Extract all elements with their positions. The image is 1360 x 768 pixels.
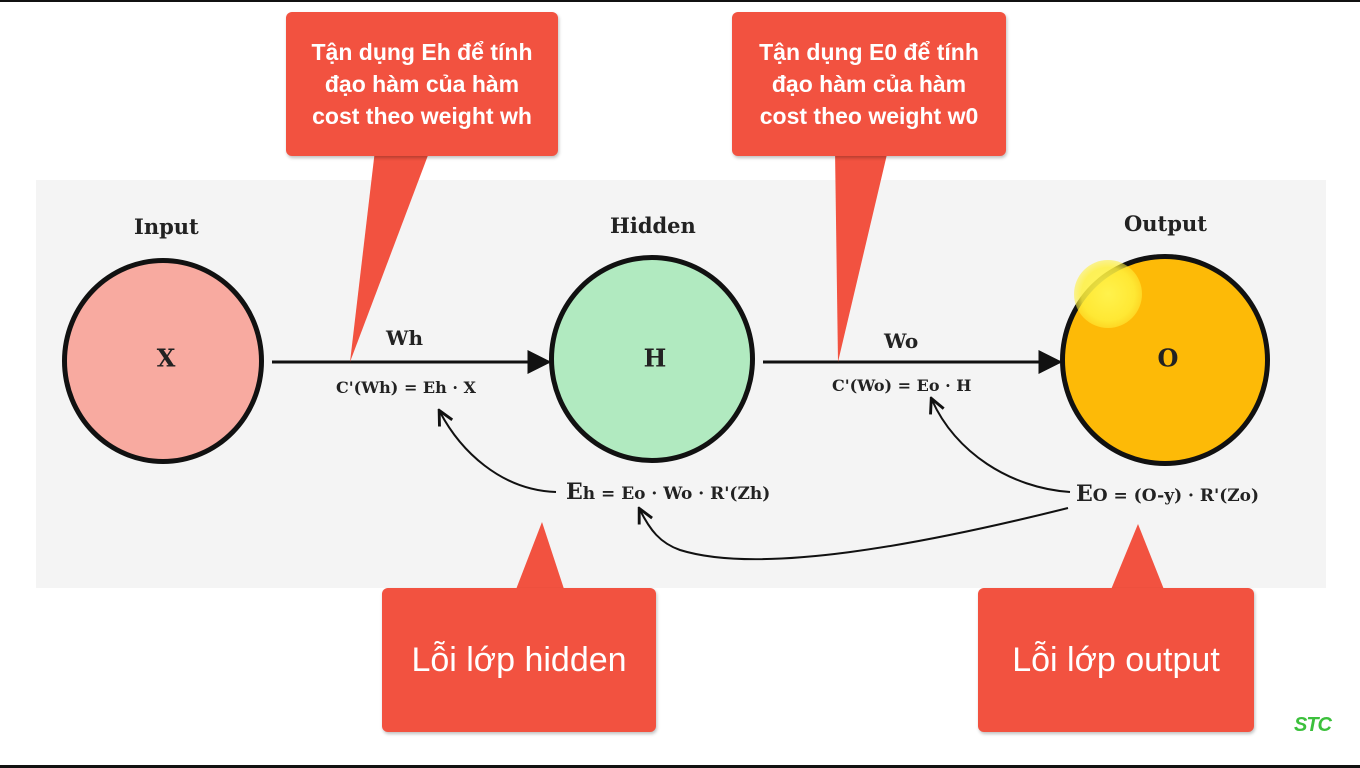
cost-wh-equation: C'(Wh) = Eh · X	[336, 378, 476, 397]
cursor-highlight	[1074, 260, 1142, 328]
eo-equation: EO = (O-y) · R'(Zo)	[1076, 481, 1259, 507]
callout-bottom-right-text: Lỗi lớp output	[1012, 640, 1220, 679]
weight-wh-label: Wh	[386, 326, 424, 350]
stc-logo: STC	[1294, 714, 1332, 736]
callout-top-left-text: Tận dụng Eh để tính đạo hàm của hàm cost…	[311, 39, 533, 129]
input-node	[62, 258, 264, 464]
callout-bottom-right: Lỗi lớp output	[978, 588, 1254, 732]
input-layer-title: Input	[134, 214, 199, 239]
curve-eo-to-cost-wo	[932, 400, 1071, 493]
callout-bottom-left-text: Lỗi lớp hidden	[411, 640, 627, 679]
callout-tail-bottom-right	[1110, 524, 1165, 592]
input-node-symbol: X	[156, 343, 176, 373]
cost-wo-equation: C'(Wo) = Eo · H	[832, 376, 972, 395]
callout-tail-top-left	[350, 150, 430, 362]
callout-top-right: Tận dụng E0 để tính đạo hàm của hàm cost…	[732, 12, 1006, 156]
output-node-symbol: O	[1157, 343, 1179, 373]
hidden-node	[549, 255, 755, 463]
eh-equation: Eh = Eo · Wo · R'(Zh)	[566, 479, 770, 505]
eh-equation-rest: h = Eo · Wo · R'(Zh)	[582, 484, 771, 504]
weight-wo-label: Wo	[884, 329, 919, 353]
hidden-layer-title: Hidden	[610, 213, 696, 238]
callout-tail-top-right	[835, 150, 888, 362]
callout-top-left: Tận dụng Eh để tính đạo hàm của hàm cost…	[286, 12, 558, 156]
eo-equation-rest: O = (O-y) · R'(Zo)	[1092, 486, 1260, 506]
eh-equation-lead: E	[566, 479, 583, 505]
curve-eh-to-cost-wh	[440, 412, 557, 493]
callout-top-right-text: Tận dụng E0 để tính đạo hàm của hàm cost…	[759, 39, 979, 129]
callout-bottom-left: Lỗi lớp hidden	[382, 588, 656, 732]
curve-eo-to-eh	[640, 508, 1069, 561]
hidden-node-symbol: H	[643, 343, 667, 373]
callout-tail-bottom-left	[515, 522, 565, 592]
top-border	[0, 0, 1360, 2]
eo-equation-lead: E	[1076, 481, 1093, 507]
output-layer-title: Output	[1124, 211, 1207, 236]
bottom-border	[0, 765, 1360, 768]
